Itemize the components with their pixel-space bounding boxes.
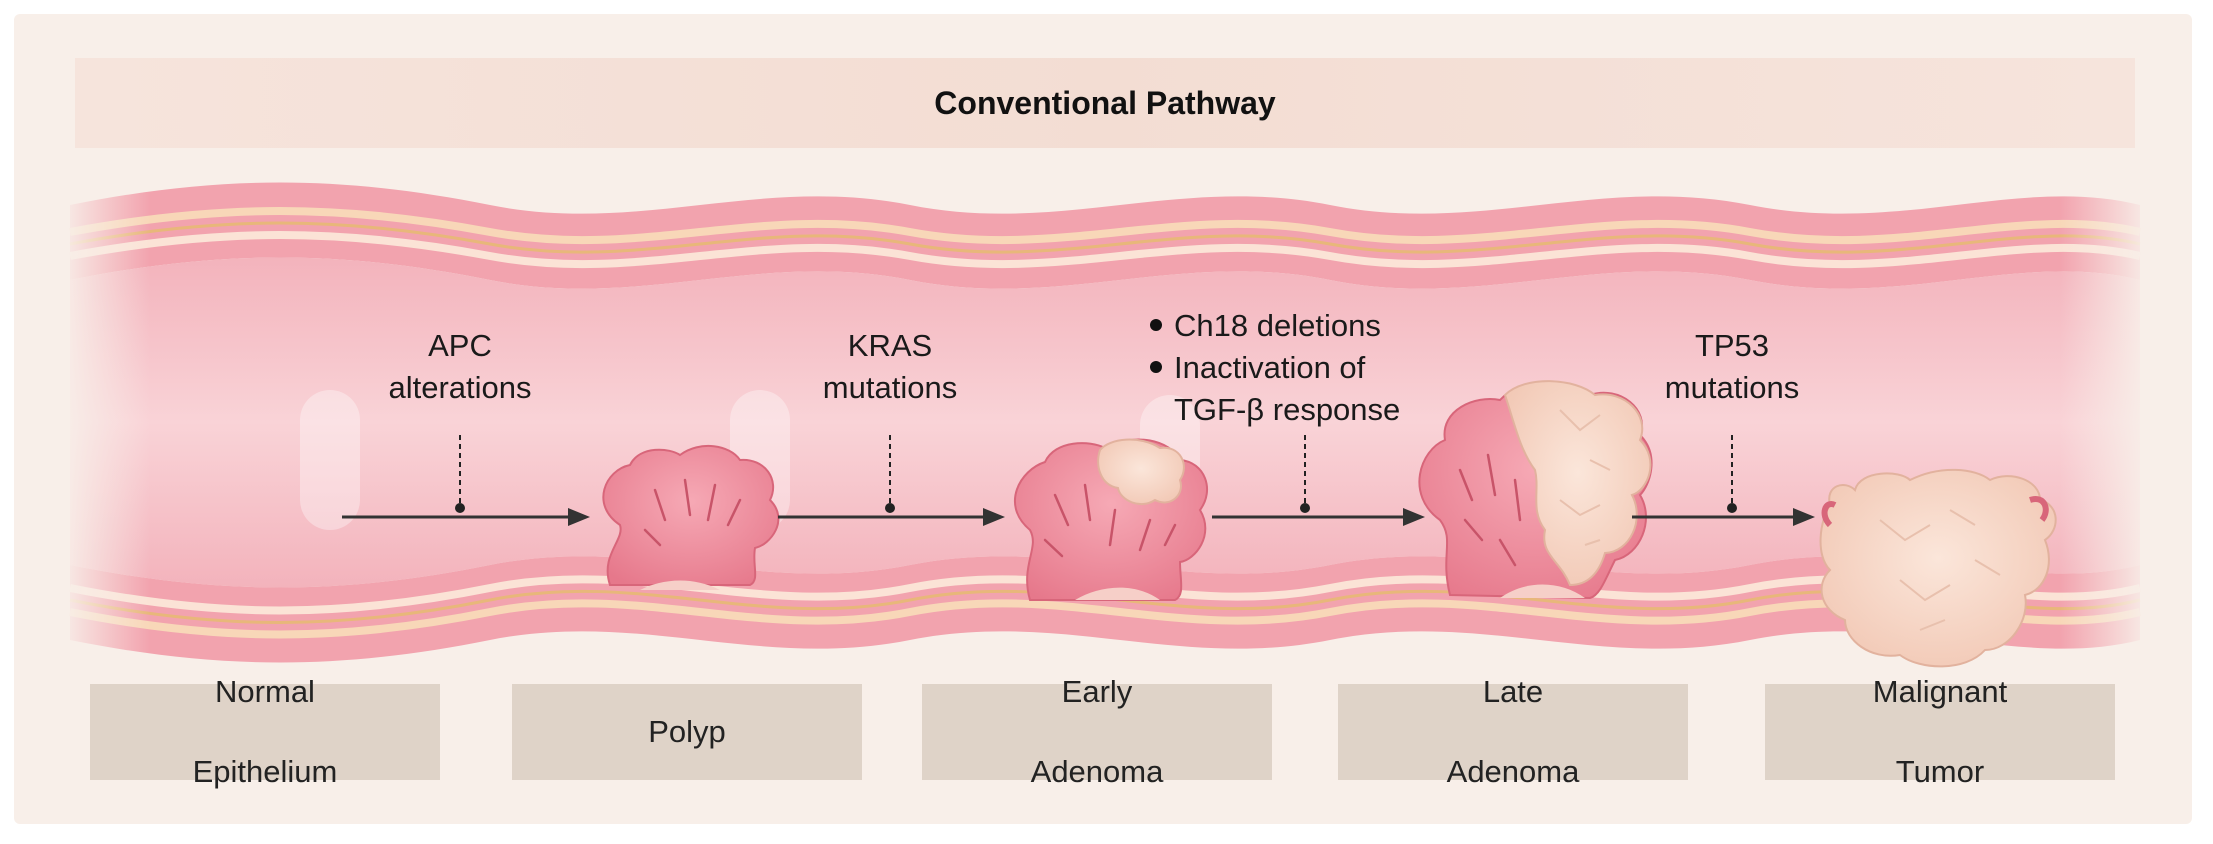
stage-label: Late Adenoma — [1447, 632, 1580, 832]
malignant-tumor-illustration — [1819, 468, 2057, 668]
label-line: mutations — [822, 370, 958, 405]
stage-label-line: Polyp — [648, 714, 726, 749]
label-line: mutations — [1664, 370, 1800, 405]
stage-malignant-tumor: Malignant Tumor — [1765, 674, 2115, 789]
polyp-illustration — [602, 444, 780, 590]
arrow-ch18 — [1212, 508, 1425, 526]
late-adenoma-illustration — [1418, 380, 1653, 600]
stage-label-line: Early — [1061, 674, 1133, 709]
stage-label-line: Adenoma — [1446, 754, 1580, 789]
arrow-kras — [778, 508, 1005, 526]
stage-label-line: Adenoma — [1030, 754, 1164, 789]
label-line: TP53 — [1694, 328, 1770, 363]
stage-label: Early Adenoma — [1031, 632, 1164, 832]
bullet-icon — [1150, 318, 1162, 331]
arrow-tp53 — [1632, 508, 1815, 526]
stage-label-line: Normal — [215, 674, 315, 709]
bullet-text-continued: TGF-β response — [1174, 392, 1401, 427]
diagram-title: Conventional Pathway — [934, 84, 1276, 121]
label-ch18-tgf-beta: Ch18 deletions Inactivation of TGF-β res… — [1150, 305, 1400, 431]
stage-label: Normal Epithelium — [193, 632, 338, 832]
label-apc-alterations: APC alterations — [380, 325, 540, 409]
label-line: APC — [428, 328, 492, 363]
bullet-icon — [1150, 360, 1162, 373]
stage-label-line: Late — [1482, 674, 1544, 709]
title-banner: Conventional Pathway — [75, 58, 2135, 148]
stage-label-line: Tumor — [1895, 754, 1985, 789]
stage-normal-epithelium: Normal Epithelium — [90, 674, 440, 789]
stage-polyp: Polyp — [512, 684, 862, 780]
bullet-text: Ch18 deletions — [1174, 308, 1381, 343]
arrow-apc — [342, 508, 590, 526]
label-kras-mutations: KRAS mutations — [810, 325, 970, 409]
connector-dots — [455, 503, 1737, 513]
stage-label: Malignant Tumor — [1873, 632, 2007, 832]
stage-early-adenoma: Early Adenoma — [922, 674, 1272, 789]
label-connectors — [459, 435, 1733, 505]
early-adenoma-illustration — [1013, 438, 1209, 601]
bullet-item: Inactivation of — [1150, 347, 1400, 389]
label-line: KRAS — [847, 328, 933, 363]
stage-late-adenoma: Late Adenoma — [1338, 674, 1688, 789]
stage-label: Polyp — [648, 672, 726, 792]
label-line: alterations — [388, 370, 532, 405]
stage-label-line: Epithelium — [192, 754, 338, 789]
progression-arrows — [342, 508, 1815, 526]
stage-label-line: Malignant — [1872, 674, 2008, 709]
bullet-text: Inactivation of — [1174, 350, 1366, 385]
label-tp53-mutations: TP53 mutations — [1652, 325, 1812, 409]
bullet-item: Ch18 deletions — [1150, 305, 1400, 347]
